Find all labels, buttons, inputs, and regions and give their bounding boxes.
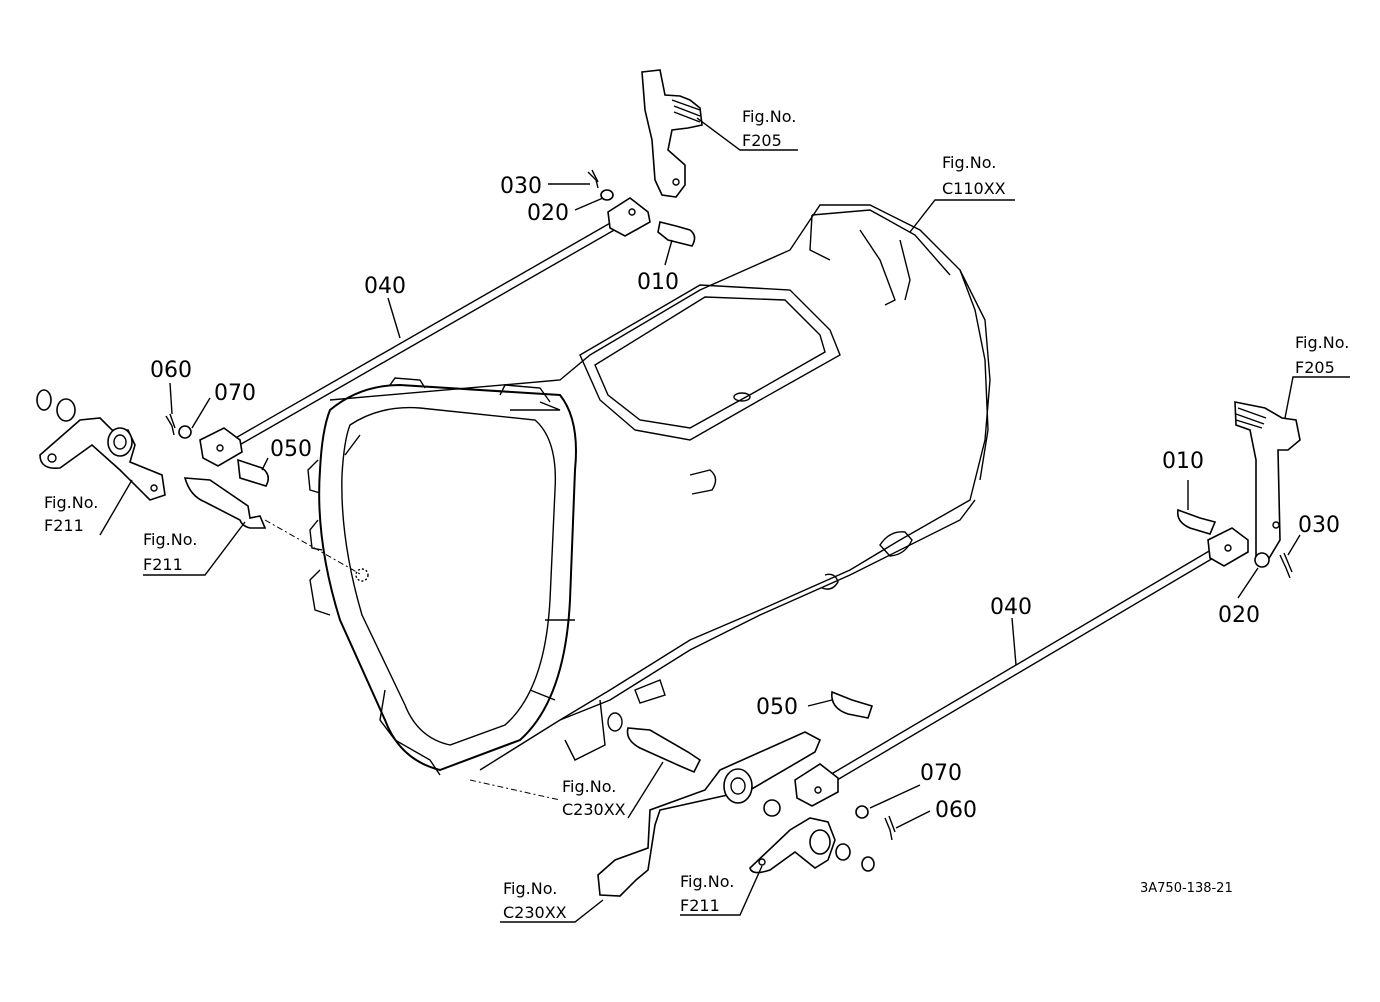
fig-ref-code: F211 (44, 516, 84, 535)
fig-ref-label: Fig.No. (942, 153, 996, 172)
part-label-050-bottom: 050 (756, 695, 798, 720)
left-lever-assembly (36, 389, 267, 529)
fig-ref-label: Fig.No. (562, 777, 616, 796)
fig-ref-code: C110XX (942, 179, 1006, 198)
part-label-040-top: 040 (364, 274, 406, 299)
fig-ref-label: Fig.No. (503, 879, 557, 898)
part-label-070-left: 070 (214, 381, 256, 406)
fig-ref-label: Fig.No. (143, 530, 197, 549)
upper-shift-rod-assembly (165, 69, 703, 487)
part-label-030-top: 030 (500, 174, 542, 199)
drawing-code: 3A750-138-21 (1140, 881, 1233, 896)
fig-ref-f205-right[interactable]: Fig.No. F205 (1295, 333, 1349, 377)
part-label-030-right: 030 (1298, 513, 1340, 538)
fig-ref-label: Fig.No. (680, 872, 734, 891)
fig-ref-f211-bottom[interactable]: Fig.No. F211 (680, 872, 734, 915)
fig-ref-code: F205 (742, 131, 782, 150)
leader-lines (99, 117, 1350, 923)
fig-ref-label: Fig.No. (1295, 333, 1349, 352)
part-label-070-bottom: 070 (920, 761, 962, 786)
fig-ref-f211-left-inner[interactable]: Fig.No. F211 (143, 530, 197, 574)
fig-ref-f205-top[interactable]: Fig.No. F205 (742, 107, 796, 150)
part-label-050-left: 050 (270, 437, 312, 462)
fig-ref-f211-left-outer[interactable]: Fig.No. F211 (44, 493, 98, 535)
part-label-020-right: 020 (1218, 603, 1260, 628)
part-label-010-top: 010 (637, 270, 679, 295)
fig-ref-c230xx-center[interactable]: Fig.No. C230XX (562, 777, 626, 819)
fig-ref-code: F211 (680, 896, 720, 915)
bottom-lever-assembly (597, 712, 875, 897)
part-label-040-right: 040 (990, 595, 1032, 620)
part-label-010-right: 010 (1162, 449, 1204, 474)
part-label-020-top: 020 (527, 201, 569, 226)
transmission-housing (264, 204, 991, 801)
part-label-060-bottom: 060 (935, 798, 977, 823)
fig-ref-label: Fig.No. (742, 107, 796, 126)
part-label-060-left: 060 (150, 358, 192, 383)
fig-ref-c110xx[interactable]: Fig.No. C110XX (942, 153, 1006, 198)
fig-ref-code: F211 (143, 555, 183, 574)
fig-ref-code: C230XX (503, 903, 567, 922)
fig-ref-code: C230XX (562, 800, 626, 819)
fig-ref-c230xx-bottom[interactable]: Fig.No. C230XX (503, 879, 567, 922)
right-shift-rod-assembly (794, 401, 1301, 841)
fig-ref-label: Fig.No. (44, 493, 98, 512)
fig-ref-code: F205 (1295, 358, 1335, 377)
